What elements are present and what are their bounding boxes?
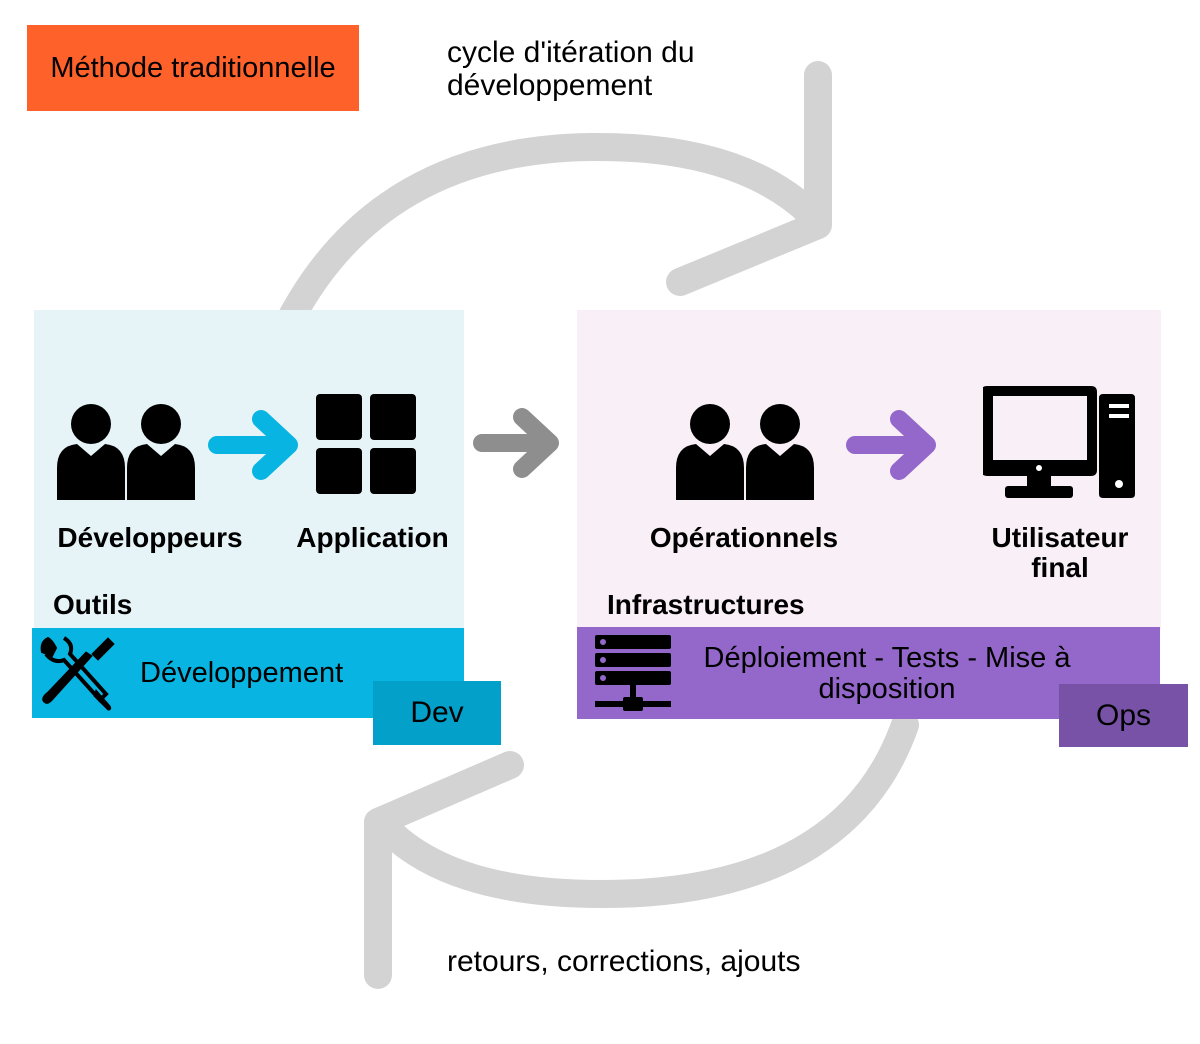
- cycle-bottom-label: retours, corrections, ajouts: [447, 945, 801, 978]
- top-cycle-arrow-arc: [276, 132, 826, 334]
- people-icon: [676, 404, 814, 500]
- dev-tag: Dev: [373, 681, 501, 745]
- deployment-bar-label: Déploiement - Tests - Mise à disposition: [703, 642, 1071, 705]
- ops-tag: Ops: [1059, 684, 1188, 747]
- tools-icon: [40, 636, 115, 711]
- end-user-label: Utilisateur final: [991, 522, 1129, 583]
- developers-label: Développeurs: [57, 522, 243, 553]
- arrow-right-icon: [846, 410, 936, 480]
- bottom-cycle-arrowhead: [364, 751, 524, 989]
- bottom-cycle-arrow-arc: [374, 711, 919, 908]
- handoff-arrow-icon: [473, 408, 559, 478]
- infrastructures-label: Infrastructures: [607, 589, 805, 620]
- tools-label: Outils: [53, 589, 133, 620]
- app-grid-icon: [316, 394, 416, 494]
- operations-label: Opérationnels: [649, 522, 839, 553]
- method-title-badge: Méthode traditionnelle: [27, 25, 359, 111]
- server-icon: [595, 635, 671, 711]
- development-bar-label: Développement: [140, 657, 344, 689]
- desktop-computer-icon: [983, 386, 1135, 498]
- people-icon: [57, 404, 195, 500]
- application-label: Application: [296, 522, 449, 553]
- cycle-top-label: cycle d'itération du développement: [447, 36, 695, 102]
- arrow-right-icon: [208, 410, 298, 480]
- top-cycle-arrowhead: [666, 61, 832, 296]
